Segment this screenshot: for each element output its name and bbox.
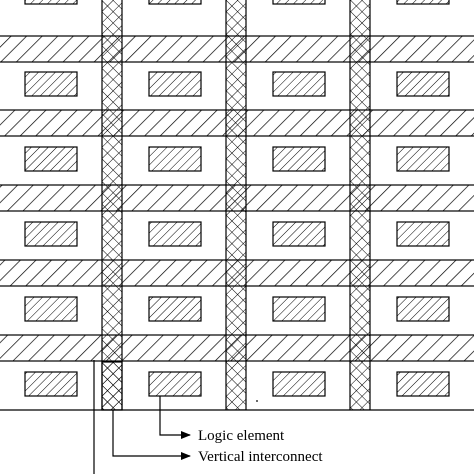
- horizontal-interconnect-layer: [0, 35, 474, 362]
- logic-element: [396, 296, 450, 322]
- logic-element: [272, 146, 326, 172]
- logic-element: [148, 0, 202, 5]
- logic-element: [396, 221, 450, 247]
- logic-element-callout: Logic element: [159, 396, 285, 444]
- logic-element: [148, 296, 202, 322]
- logic-element: [396, 146, 450, 172]
- vertical-interconnect-label: Vertical interconnect: [198, 449, 323, 465]
- logic-element: [396, 0, 450, 5]
- horizontal-interconnect: [0, 35, 474, 63]
- logic-element: [148, 71, 202, 97]
- dot-mark: [256, 400, 258, 402]
- logic-element: [272, 296, 326, 322]
- logic-element: [272, 71, 326, 97]
- logic-element: [24, 0, 78, 5]
- logic-element: [24, 371, 78, 397]
- logic-element: [148, 146, 202, 172]
- logic-element: [148, 221, 202, 247]
- horizontal-interconnect: [0, 184, 474, 212]
- logic-element: [24, 146, 78, 172]
- horizontal-interconnect: [0, 259, 474, 287]
- logic-element-layer: [24, 0, 450, 397]
- vertical-interconnect-extension: [101, 361, 123, 411]
- logic-element: [272, 0, 326, 5]
- logic-element: [24, 296, 78, 322]
- horizontal-interconnect: [0, 109, 474, 137]
- logic-element: [272, 221, 326, 247]
- logic-element: [396, 371, 450, 397]
- logic-element: [24, 71, 78, 97]
- logic-element: [396, 71, 450, 97]
- logic-element: [24, 221, 78, 247]
- logic-element: [272, 371, 326, 397]
- logic-element-label: Logic element: [198, 428, 285, 444]
- vertical-interconnect-callout: Vertical interconnect: [112, 410, 323, 465]
- logic-element: [148, 371, 202, 397]
- horizontal-interconnect: [0, 334, 474, 362]
